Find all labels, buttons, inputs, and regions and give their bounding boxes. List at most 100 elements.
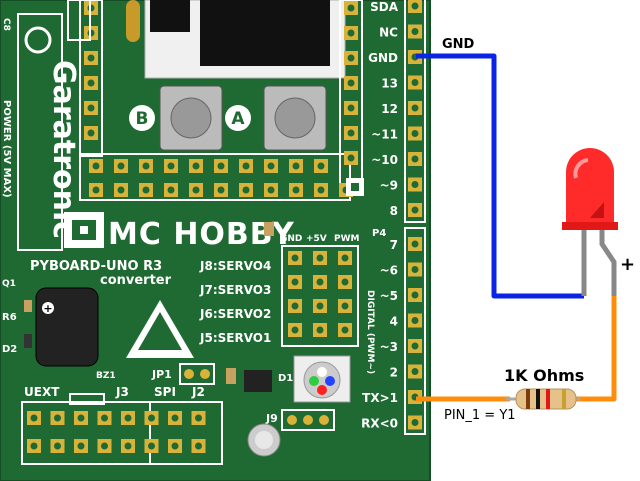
module-pad [289,159,303,173]
bottom-pad [145,439,159,453]
board-name-line1: PYBOARD-UNO R3 [30,259,162,274]
module-pad [264,159,278,173]
pin-label: TX>1 [362,391,398,405]
button-b-label: B [136,109,149,129]
pin-label: 8 [390,204,398,218]
header-pin [408,339,422,353]
gnd-wire-label: GND [442,37,475,52]
d2-label: D2 [2,344,17,355]
module-pad [139,183,153,197]
d1-label: D1 [278,373,293,384]
bottom-pad [74,439,88,453]
r6-label: R6 [2,312,17,323]
servo-col-pwm: PWM [334,234,360,244]
bottom-pad [145,411,159,425]
header-pin [408,76,422,90]
bottom-pad [74,411,88,425]
module-pad [139,159,153,173]
servo-col-5v: +5V [306,234,327,244]
bottom-pad [27,411,41,425]
pin-label: ~11 [371,128,398,142]
pin-label: ~9 [380,179,398,193]
module-pad [344,51,358,65]
module-pad [84,76,98,90]
module-pad [344,26,358,40]
module-pad [189,183,203,197]
module-pad [189,159,203,173]
servo-row-3: J7:SERVO3 [199,283,271,297]
header-pin [408,416,422,430]
pin-label: ~3 [380,340,398,354]
q1-label: Q1 [2,279,16,289]
header-pin [408,263,422,277]
header-pin [408,0,422,13]
module-pad [89,159,103,173]
pin-label: 4 [390,315,398,329]
red-led: + [562,148,635,296]
header-pin [408,178,422,192]
button-a-label: A [231,109,245,129]
c8-label: C8 [1,18,11,31]
module-pad [164,183,178,197]
header-pin [408,288,422,302]
bottom-pad [98,439,112,453]
servo-pad [313,251,327,265]
bz1-label: BZ1 [96,371,116,381]
module-pad [344,101,358,115]
servo-pad [338,251,352,265]
bottom-pad [51,439,65,453]
pin-label: 12 [381,102,398,116]
p4-label: P4 [372,228,386,239]
header-pin [408,25,422,39]
module-pad [264,183,278,197]
module-pad [344,1,358,15]
servo-pad [288,251,302,265]
j9-label: J9 [265,412,278,425]
module-pad [114,159,128,173]
pin-label: 7 [390,238,398,252]
module-pad [214,159,228,173]
bottom-pad [192,411,206,425]
header-pin [408,365,422,379]
pin-label: PIN_1 = Y1 [444,408,516,423]
spi-label: SPI [154,385,176,399]
module-pad [314,159,328,173]
bottom-pad [98,411,112,425]
module-pad [164,159,178,173]
bottom-headers: UEXT J3 SPI J2 [22,385,222,464]
power-label: POWER (5V MAX) [1,100,12,198]
pin-label: ~6 [380,264,398,278]
pin-label: ~5 [380,289,398,303]
module-pad [344,76,358,90]
bottom-pad [121,439,135,453]
servo-pad [313,275,327,289]
pyboard-module [126,0,345,78]
j3-label: J3 [115,385,129,399]
module-pad [239,183,253,197]
header-pin [408,127,422,141]
bottom-pad [168,411,182,425]
header-pin [408,237,422,251]
module-pad [344,151,358,165]
servo-row-2: J6:SERVO2 [199,307,271,321]
servo-pad [338,323,352,337]
resistor [506,389,580,409]
servo-pad [288,275,302,289]
servo-row-1: J5:SERVO1 [199,331,271,345]
module-pad [239,159,253,173]
servo-pad [338,299,352,313]
pin-label: ~10 [371,153,398,167]
pin-label: 13 [381,77,398,91]
header-pin [408,152,422,166]
module-pad [289,183,303,197]
servo-row-4: J8:SERVO4 [199,259,271,273]
led-plus-sign: + [620,254,635,275]
module-pad [84,126,98,140]
module-pad [84,101,98,115]
servo-pad [313,323,327,337]
svg-text:+: + [43,302,52,315]
pin-label: 2 [390,366,398,380]
uext-label: UEXT [24,385,60,399]
j2-label: J2 [191,385,205,399]
